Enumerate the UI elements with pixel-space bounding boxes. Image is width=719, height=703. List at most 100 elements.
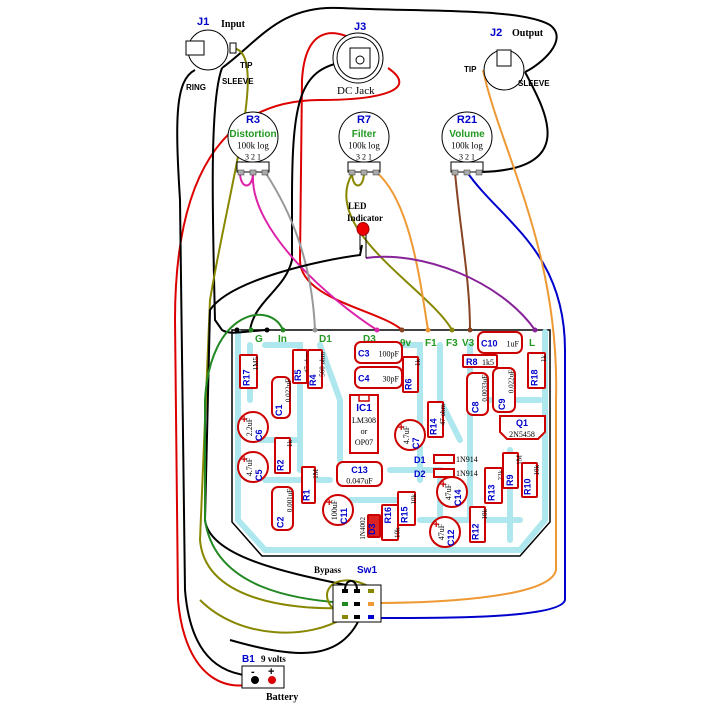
component-ref: R9 — [505, 474, 515, 486]
component-ref: R12 — [471, 523, 481, 540]
battery-minus: - — [251, 666, 255, 678]
wire-black-ring — [176, 69, 259, 677]
component-ref: R18 — [530, 369, 540, 386]
component-ref: C6 — [254, 429, 264, 441]
component-value: 30pF — [383, 375, 400, 384]
component-value: 22k — [497, 470, 505, 481]
svg-text:+: + — [440, 479, 446, 491]
component-value: 0.022uF — [508, 370, 516, 393]
pot-name: Filter — [352, 129, 377, 140]
j1-ref: J1 — [197, 16, 209, 28]
battery-name: Battery — [266, 692, 298, 703]
component-c13: C13 0.047uF — [336, 461, 383, 487]
component-ref: R15 — [400, 506, 410, 523]
component-ref: C9 — [497, 398, 507, 410]
d1-ref: D1 — [414, 455, 426, 465]
svg-text:+: + — [241, 454, 247, 466]
pot-name: Volume — [449, 129, 485, 140]
wire-orange-r7 — [375, 171, 429, 331]
pad-label-f3: F3 — [446, 338, 458, 349]
component-value: 47uF — [437, 523, 446, 540]
d1-value: 1N914 — [456, 455, 478, 464]
j1-tip-label: TIP — [240, 61, 253, 70]
component-value: 0.047uF — [346, 477, 373, 486]
component-value: 1N4002 — [359, 517, 367, 540]
wire-gray-r3 — [264, 171, 316, 331]
wire-magenta-r3 — [239, 171, 378, 331]
component-ref: D3 — [367, 523, 377, 535]
component-r2: R2 1k — [274, 437, 294, 474]
jack-j2: J2 Output TIP SLEEVE — [464, 27, 550, 91]
component-ref: R13 — [487, 484, 497, 501]
j1-ring-label: RING — [186, 83, 206, 92]
component-value: 1M5 — [252, 357, 260, 371]
component-ref: R17 — [242, 369, 252, 386]
component-c1: C10.022uF — [271, 376, 293, 419]
pad-label-f1: F1 — [425, 338, 437, 349]
svg-text:+: + — [241, 414, 247, 426]
component-value: 1M — [312, 468, 320, 479]
svg-text:+: + — [326, 497, 332, 509]
wire-olive-r7 — [345, 171, 453, 331]
ic1-value3: OP07 — [355, 438, 373, 447]
pot-lug-numbers: 3 2 1 — [245, 153, 261, 162]
component-value: 1k — [286, 440, 294, 448]
j2-tip-label: TIP — [464, 65, 477, 74]
component-ref: R6 — [404, 378, 414, 390]
wire-red-battery — [173, 67, 401, 687]
component-ref: C3 — [358, 349, 370, 359]
component-value: 1k — [540, 355, 548, 363]
pot-value: 100k log — [237, 141, 269, 151]
component-ref: R10 — [523, 478, 533, 495]
pad-label-v3: V3 — [462, 338, 475, 349]
j2-name: Output — [512, 28, 544, 39]
j1-sleeve-label: SLEEVE — [222, 77, 254, 86]
pad-label-g: G — [255, 334, 263, 345]
switch-name: Bypass — [314, 565, 342, 575]
component-ref: R2 — [276, 459, 286, 471]
battery-ref: B1 — [242, 654, 255, 665]
component-c2: C20.001uF — [271, 486, 294, 531]
q1-ref: Q1 — [516, 418, 528, 428]
component-ref: C5 — [254, 469, 264, 481]
component-ref: C1 — [274, 404, 284, 416]
wire-brown-r21 — [454, 171, 471, 331]
pot-lug-numbers: 3 2 1 — [356, 153, 372, 162]
component-value: 100pF — [379, 350, 400, 359]
component-ref: C8 — [471, 401, 481, 413]
pot-ref: R3 — [246, 114, 260, 126]
ic1-value1: LM308 — [352, 416, 376, 425]
component-ref: C12 — [446, 529, 456, 546]
wire-blue-r21 — [371, 171, 566, 620]
led-label-2: Indicator — [347, 213, 383, 223]
component-value: 560 ohm — [319, 351, 327, 376]
component-r6: R6 1k — [402, 356, 422, 393]
pot-ref: R7 — [357, 114, 371, 126]
led-indicator: LED Indicator — [347, 201, 383, 258]
led-label-1: LED — [348, 201, 367, 211]
pot-lug-numbers: 3 2 1 — [459, 153, 475, 162]
wire-black-top — [221, 6, 558, 73]
component-value: 1k — [414, 359, 422, 367]
wire-black-j2-r21 — [479, 71, 549, 173]
component-value: 100uF — [330, 499, 339, 520]
wire-purple-led — [365, 255, 536, 331]
component-ref: R14 — [429, 418, 439, 435]
component-ref: C13 — [351, 465, 368, 475]
